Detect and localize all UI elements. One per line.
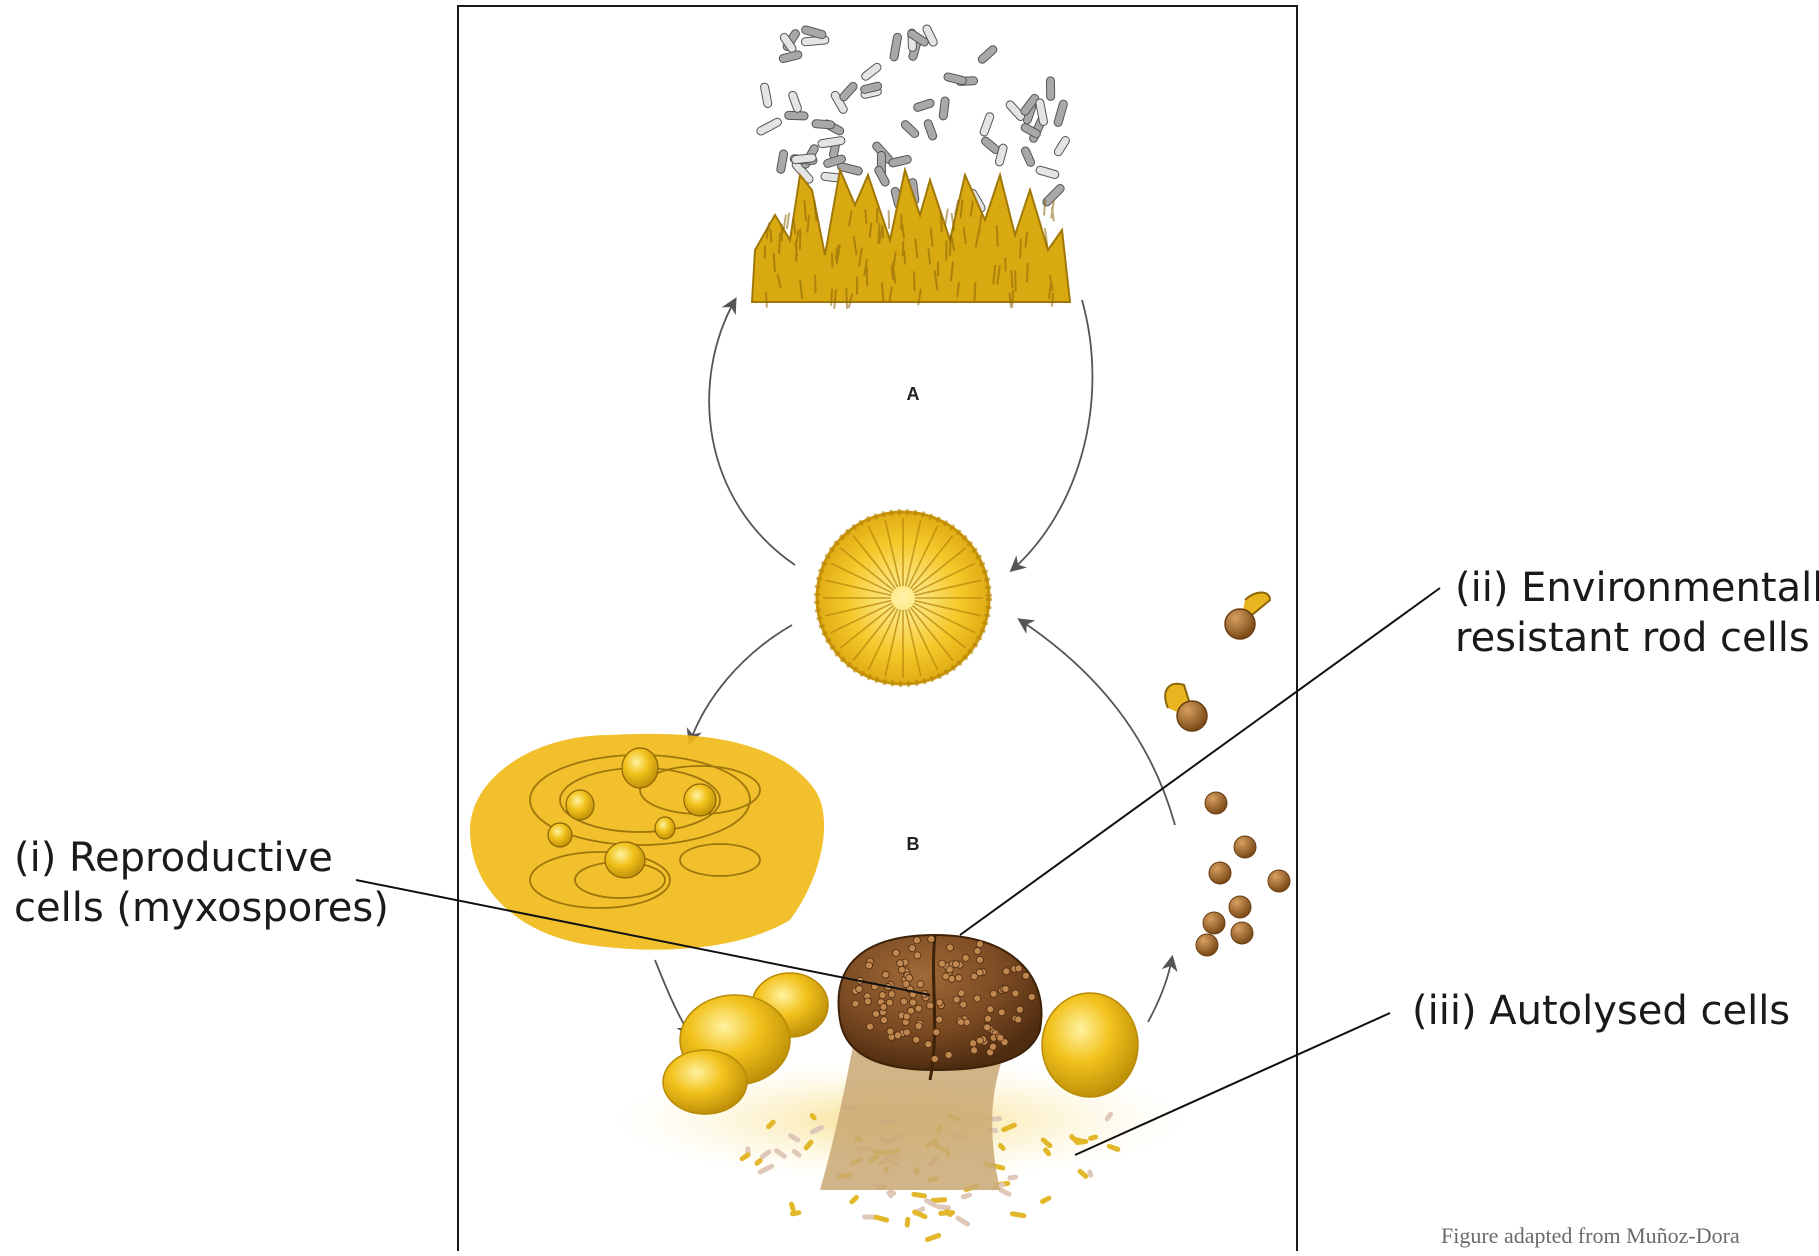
stage-a-label: A	[907, 384, 920, 404]
grey-rod-cell	[755, 117, 782, 137]
grey-rod-cell	[873, 165, 890, 188]
callout-reproductive-line1: (i) Reproductive	[14, 833, 389, 883]
callout-reproductive-line2: cells (myxospores)	[14, 883, 389, 933]
grey-rod-cell	[817, 136, 845, 148]
callout-rod-cells: (ii) Environmentally resistant rod cells	[1455, 563, 1819, 663]
grey-rod-cell	[776, 149, 788, 174]
grey-rod-cell	[889, 33, 902, 62]
grey-rod-cell	[943, 72, 967, 85]
callout-rod-cells-line1: (ii) Environmentally	[1455, 563, 1819, 613]
grey-rod-cell	[900, 119, 921, 139]
fruiting-body-scene	[610, 935, 1190, 1240]
arrow-swarm-to-vegetative	[709, 300, 795, 565]
grey-rod-cell	[977, 44, 999, 65]
grey-rod-cell	[812, 120, 835, 130]
vegetative-cells	[752, 24, 1071, 308]
figure-credit: Figure adapted from Muñoz-Dora	[1441, 1223, 1740, 1249]
stage-b-label: B	[907, 834, 920, 854]
callout-autolysed-cells: (iii) Autolysed cells	[1412, 986, 1790, 1036]
grey-rod-cell	[1035, 165, 1060, 179]
grey-rod-cell	[913, 98, 935, 112]
arrow-swarm-to-aggregation	[690, 625, 792, 742]
grey-rod-cell	[923, 119, 938, 141]
callout-rod-cells-line2: resistant rod cells	[1455, 613, 1819, 663]
swarm-sphere	[817, 512, 989, 684]
grey-rod-cell	[860, 62, 883, 82]
arrow-fruiting-to-spores	[1148, 958, 1172, 1022]
grey-rod-cell	[939, 97, 950, 121]
germinating-spores	[1165, 593, 1270, 732]
grey-rod-cell	[1053, 135, 1071, 157]
callout-autolysed-line1: (iii) Autolysed cells	[1412, 986, 1790, 1036]
grey-rod-cell	[1053, 99, 1068, 127]
grey-rod-cell	[1020, 146, 1036, 168]
released-myxospores	[1196, 792, 1290, 956]
arrow-germination-to-swarm	[1020, 620, 1175, 825]
yellow-mound-left-front	[663, 1050, 747, 1114]
leader-line-rod-cells	[960, 588, 1440, 935]
arrow-vegetative-to-swarm	[1012, 300, 1092, 570]
grey-rod-cell	[979, 112, 995, 137]
callout-reproductive-cells: (i) Reproductive cells (myxospores)	[14, 833, 389, 933]
grey-rod-cell	[838, 81, 859, 103]
aggregation-sheet	[470, 734, 824, 950]
grey-rod-cell	[1046, 77, 1054, 101]
grey-rod-cell	[788, 90, 803, 113]
grey-rod-cell	[760, 82, 773, 108]
yellow-mound-right	[1042, 993, 1138, 1097]
